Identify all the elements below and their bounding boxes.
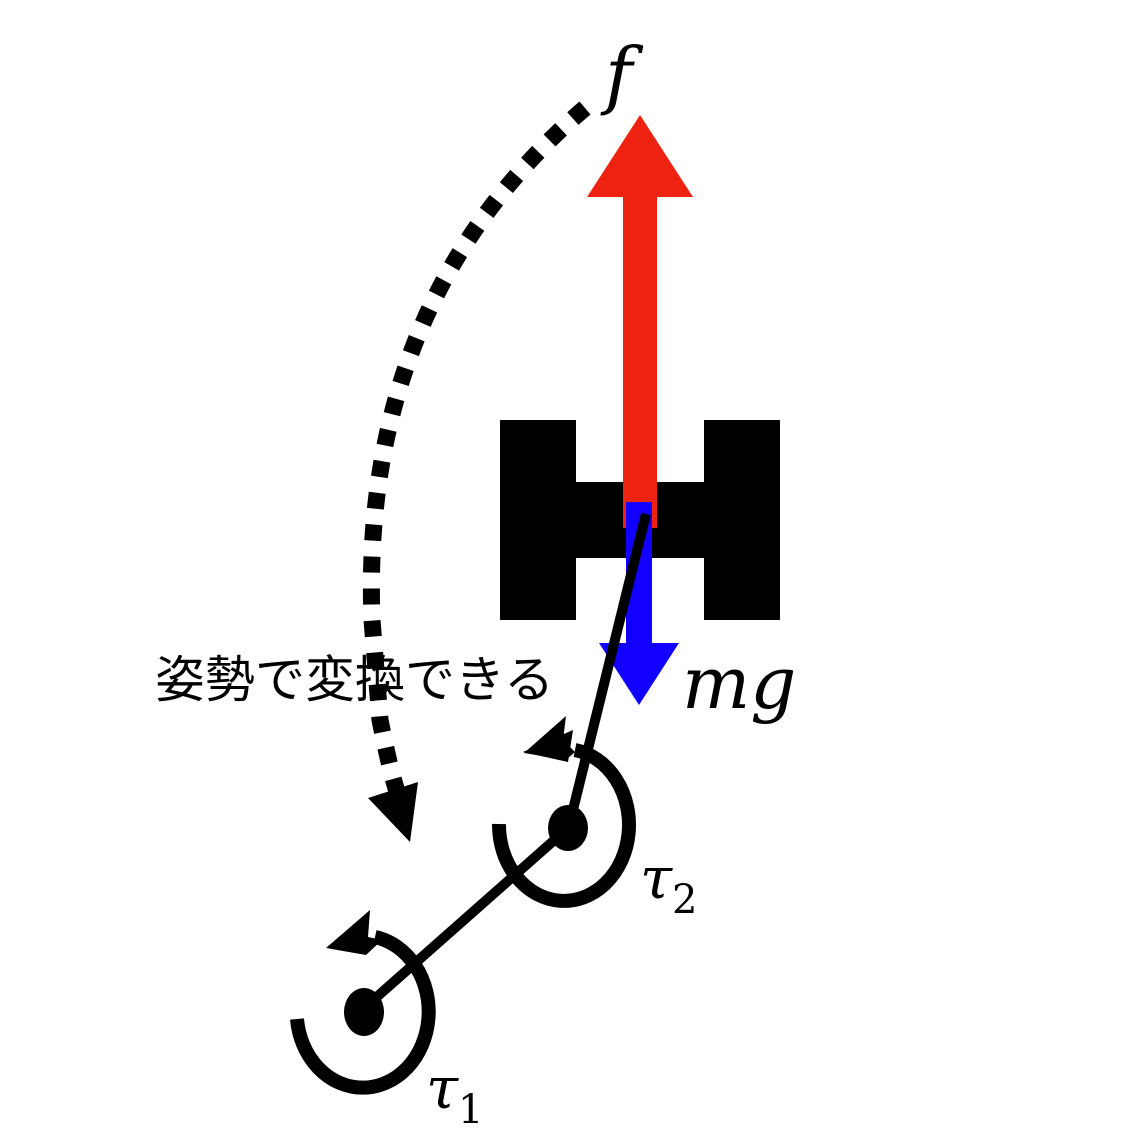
svg-text:τ: τ — [640, 844, 673, 912]
transform-note-label: 姿勢で変換できる — [155, 651, 554, 709]
force-label: f — [600, 32, 644, 118]
joint-2-icon — [548, 805, 588, 851]
dotted-arrow-head-icon — [368, 782, 418, 842]
torque-tau1-icon — [290, 910, 436, 1095]
link-2 — [563, 512, 651, 832]
gravity-label: mg — [682, 641, 796, 725]
torque-tau2-icon — [491, 716, 636, 908]
tau1-label: τ 1 — [426, 1054, 483, 1128]
tau2-label: τ 2 — [640, 844, 697, 923]
svg-text:1: 1 — [458, 1087, 483, 1128]
dotted-transform-arrow — [362, 101, 591, 842]
link-1 — [358, 824, 572, 1014]
svg-text:τ: τ — [426, 1054, 459, 1122]
svg-text:2: 2 — [672, 877, 697, 923]
joint-1-icon — [344, 988, 384, 1036]
